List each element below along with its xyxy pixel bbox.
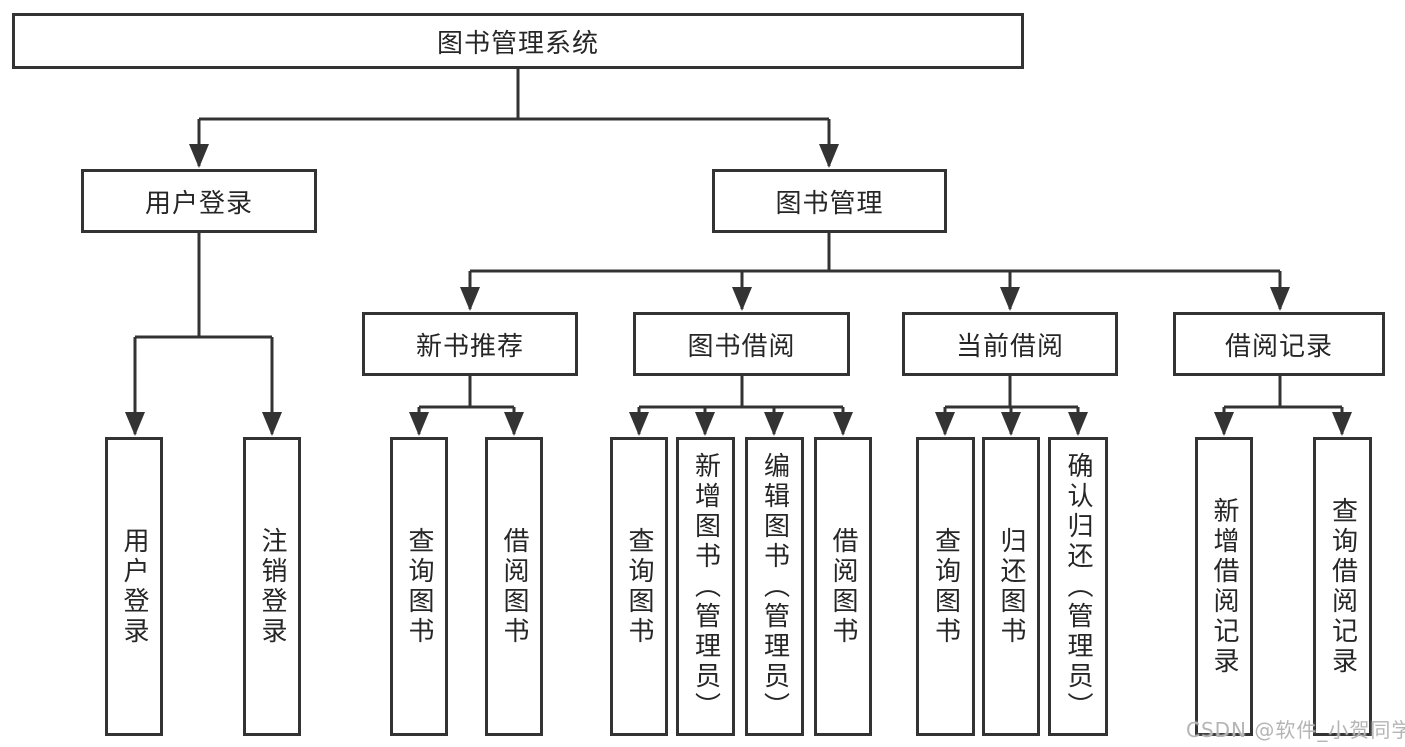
node-book-management: 图书管理 (712, 169, 947, 233)
leaf-query-borrow-record: 查询借阅记录 (1313, 437, 1372, 736)
leaf-query-books-3: 查询图书 (916, 437, 975, 736)
leaf-query-books-2: 查询图书 (610, 437, 668, 736)
leaf-query-books-1: 查询图书 (390, 437, 448, 736)
leaf-borrow-books-1: 借阅图书 (485, 437, 543, 736)
leaf-edit-book-admin: 编辑图书（管理员） (745, 437, 804, 736)
leaf-return-book: 归还图书 (982, 437, 1040, 736)
leaf-add-book-admin: 新增图书（管理员） (676, 437, 735, 736)
node-current-borrowing: 当前借阅 (902, 312, 1118, 376)
node-library-management-system: 图书管理系统 (12, 13, 1024, 69)
leaf-borrow-books-2: 借阅图书 (814, 437, 872, 736)
node-new-book-recommendation: 新书推荐 (362, 312, 578, 376)
csdn-watermark: CSDN @软件_小贺同学 (1186, 718, 1405, 742)
leaf-confirm-return-admin: 确认归还（管理员） (1048, 437, 1108, 736)
node-borrowing-records: 借阅记录 (1173, 312, 1385, 376)
leaf-add-borrow-record: 新增借阅记录 (1195, 437, 1253, 736)
leaf-user-login: 用户登录 (105, 437, 163, 736)
node-user-login: 用户登录 (81, 169, 317, 233)
node-book-borrowing: 图书借阅 (633, 312, 850, 376)
leaf-logout: 注销登录 (243, 437, 301, 736)
